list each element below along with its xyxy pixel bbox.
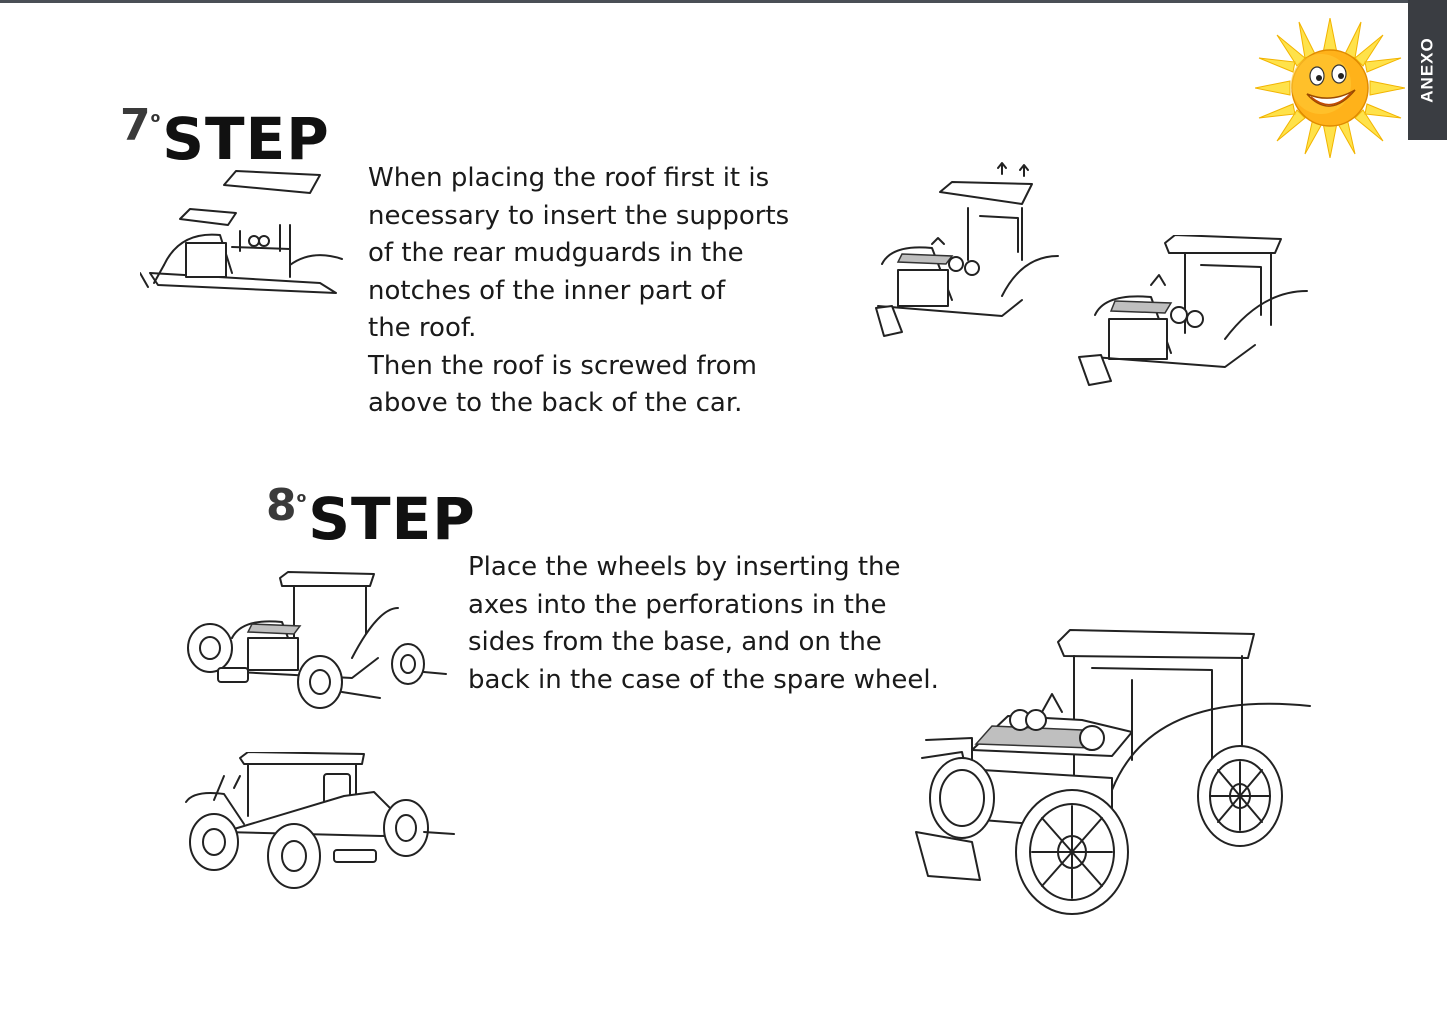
step7-line: notches of the inner part of [368,275,726,306]
step7-number: 7 [120,100,151,151]
step8-title: STEP [308,485,476,553]
step7-title: STEP [162,105,330,173]
step8-line: axes into the perforations in the [468,589,887,620]
step8-line: Place the wheels by inserting the [468,552,901,582]
step8-line: back in the case of the spare wheel. [468,664,939,695]
car-finished-drawing [915,629,1311,915]
car-roof-assembled-drawing [1078,235,1308,386]
step7-line: When placing the roof first it is [368,163,770,193]
car-wheels-assembled-drawing [185,752,455,889]
car-wheels-exploded-drawing [187,571,447,709]
step7-line: the roof. [368,313,477,343]
step8-heading: 8 o STEP [266,480,476,553]
step7-line: of the rear mudguards in the [368,238,744,268]
step7-line: Then the roof is screwed from [368,350,757,381]
side-tab[interactable]: ANEXO [1408,0,1447,140]
top-border [0,0,1447,3]
side-tab-label: ANEXO [1417,37,1437,103]
step7-heading: 7 o STEP [120,100,330,173]
step8-instructions: Place the wheels by inserting the axes i… [468,549,939,699]
step8-line: sides from the base, and on the [468,627,882,657]
car-roof-screw-drawing [875,162,1059,337]
step8-number: 8 [266,480,297,531]
step7-degree: o [150,110,161,126]
car-roof-exploded-drawing [140,170,343,294]
sun-icon [1255,18,1405,158]
step7-line: above to the back of the car. [368,388,743,418]
step8-degree: o [296,490,307,506]
step7-line: necessary to insert the supports [368,200,790,231]
step7-instructions: When placing the roof first it is necess… [368,160,789,423]
